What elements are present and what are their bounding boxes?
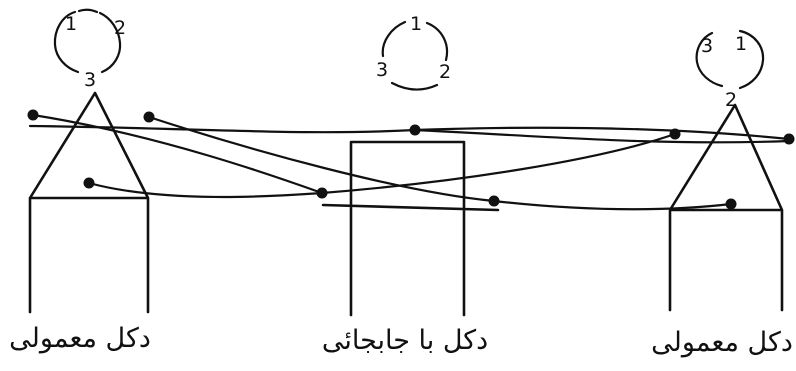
right-phase-top-right: 1: [735, 33, 747, 55]
middle-tower-dot-left: [316, 187, 328, 199]
left-tower-dot-inner: [83, 177, 95, 189]
right-tower-dot-inner: [725, 198, 737, 210]
right-phase-circle: [695, 29, 765, 90]
conductor-b: [87, 132, 677, 199]
right-tower-dot-left: [669, 128, 681, 140]
left-tower: 1 2 3 دکل معمولی: [9, 8, 151, 354]
left-tower-frame: [28, 91, 150, 314]
conductor-c: [147, 115, 733, 211]
right-tower-dot-right: [783, 133, 795, 145]
right-tower-caption: دکل معمولی: [651, 327, 793, 358]
conductor-d: [413, 126, 791, 141]
middle-phase-circle: [381, 20, 449, 91]
middle-tower-caption: دکل با جابجائی: [322, 325, 488, 356]
conductor-a: [31, 113, 324, 195]
middle-tower: 1 3 2 دکل با جابجائی: [321, 13, 500, 356]
left-phase-bottom: 3: [84, 69, 96, 91]
left-tower-caption: دکل معمولی: [9, 323, 151, 354]
middle-tower-dot-right: [488, 195, 500, 207]
right-tower-frame: [668, 103, 784, 312]
middle-phase-top: 1: [410, 13, 422, 35]
middle-tower-dot-top: [409, 124, 421, 136]
middle-tower-frame: [321, 140, 500, 317]
right-tower: 3 1 2 دکل معمولی: [651, 29, 793, 358]
left-phase-circle: [53, 8, 122, 74]
left-tower-dot-right: [143, 111, 155, 123]
attachment-points: [27, 109, 795, 210]
right-phase-bottom: 2: [725, 89, 737, 111]
left-phase-top-left: 1: [65, 13, 77, 35]
right-phase-top-left: 3: [701, 35, 713, 57]
middle-phase-bottom-right: 2: [439, 61, 451, 83]
left-tower-dot-left: [27, 109, 39, 121]
left-phase-top-right: 2: [114, 17, 126, 39]
middle-phase-bottom-left: 3: [376, 59, 388, 81]
